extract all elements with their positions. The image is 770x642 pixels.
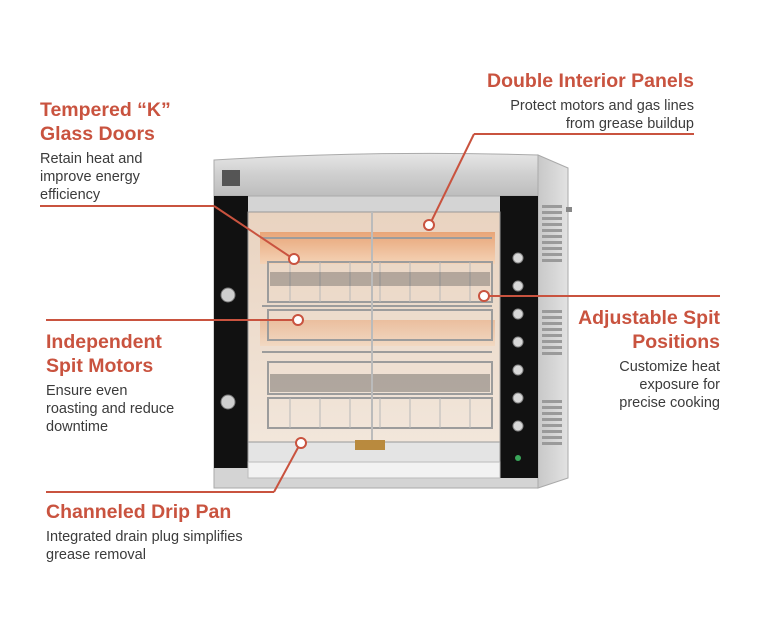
- callout-title: Independent Spit Motors: [46, 331, 162, 377]
- control-knob-icon: [220, 394, 236, 410]
- drain-plug: [355, 440, 385, 450]
- side-vents: [542, 205, 562, 445]
- callout-tempered-doors: Tempered “K” Glass Doors Retain heat and…: [40, 98, 171, 204]
- callout-double-panels: Double Interior Panels Protect motors an…: [487, 69, 694, 133]
- control-knob-icon: [220, 287, 236, 303]
- callout-title: Channeled Drip Pan: [46, 501, 232, 523]
- leader-lines: [40, 133, 720, 493]
- brand-badge: [222, 170, 240, 186]
- callout-title: Double Interior Panels: [487, 70, 694, 92]
- callout-title: Adjustable Spit Positions: [578, 307, 720, 353]
- basket-wires: [289, 262, 471, 428]
- left-door-panel: [214, 196, 248, 468]
- callout-drip-pan: Channeled Drip Pan Integrated drain plug…: [46, 500, 243, 564]
- callout-spit-motors: Independent Spit Motors Ensure even roas…: [46, 330, 174, 436]
- callout-description: Customize heat exposure for precise cook…: [619, 359, 720, 411]
- oven-canopy: [213, 152, 539, 197]
- control-knobs: [512, 252, 524, 432]
- leader-dot-icon: [288, 219, 490, 449]
- callout-description: Protect motors and gas lines from grease…: [510, 98, 694, 132]
- callout-description: Ensure even roasting and reduce downtime: [46, 383, 175, 435]
- callout-title: Tempered “K” Glass Doors: [40, 99, 171, 145]
- callout-spit-positions: Adjustable Spit Positions Customize heat…: [578, 306, 720, 412]
- callout-description: Retain heat and improve energy efficienc…: [40, 151, 143, 203]
- callout-description: Integrated drain plug simplifies grease …: [46, 529, 243, 563]
